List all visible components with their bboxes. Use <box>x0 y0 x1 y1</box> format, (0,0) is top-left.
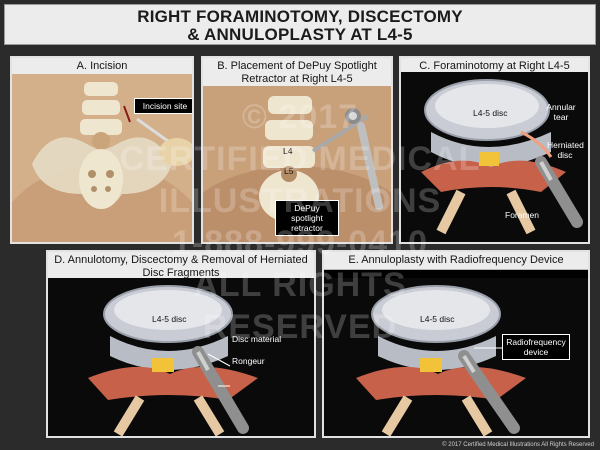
label-l4: L4 <box>283 146 293 156</box>
label-retractor: DePuy spotlight retractor <box>275 200 339 236</box>
panel-e-title: E. Annuloplasty with Radiofrequency Devi… <box>324 252 588 270</box>
label-foramen: Foramen <box>505 210 540 220</box>
panel-b-title: B. Placement of DePuy Spotlight Retracto… <box>203 58 391 89</box>
label-l5: L5 <box>284 166 294 176</box>
watermark-line-4: 1-888-999-0410 <box>172 224 428 262</box>
label-incision-site: Incision site <box>134 98 192 114</box>
label-disc-d: L4-5 disc <box>152 314 187 324</box>
panel-d-discectomy: D. Annulotomy, Discectomy & Removal of H… <box>46 250 316 438</box>
label-annular-tear: Annular tear <box>546 102 576 122</box>
watermark-line-1: © 2017 <box>241 98 359 136</box>
panel-e-annuloplasty: E. Annuloplasty with Radiofrequency Devi… <box>322 250 590 438</box>
label-disc-c: L4-5 disc <box>473 108 508 118</box>
annuloplasty-illustration <box>324 278 588 436</box>
discectomy-illustration <box>48 278 314 436</box>
foraminotomy-illustration <box>401 72 588 242</box>
watermark-line-2: CERTIFIED MEDICAL <box>119 140 481 178</box>
panel-b-retractor: B. Placement of DePuy Spotlight Retracto… <box>201 56 393 244</box>
title-line-2: & ANNULOPLASTY AT L4-5 <box>187 25 413 44</box>
panel-a-incision: A. Incision Incision site <box>10 56 194 244</box>
label-rongeur: Rongeur <box>232 356 265 366</box>
title-line-1: RIGHT FORAMINOTOMY, DISCECTOMY <box>137 7 463 26</box>
label-rf-device: Radiofrequency device <box>502 334 570 360</box>
watermark-line-3: ILLUSTRATIONS <box>158 182 442 220</box>
panel-d-title: D. Annulotomy, Discectomy & Removal of H… <box>48 252 314 283</box>
panel-c-title: C. Foraminotomy at Right L4-5 <box>401 58 588 76</box>
copyright-notice: © 2017 Certified Medical Illustrations A… <box>442 442 594 448</box>
label-disc-material: Disc material <box>232 334 282 344</box>
panel-c-foraminotomy: C. Foraminotomy at Right L4-5 L4-5 disc … <box>399 56 590 244</box>
watermark-line-6: RESERVED <box>202 308 398 346</box>
title-banner: RIGHT FORAMINOTOMY, DISCECTOMY & ANNULOP… <box>4 4 596 45</box>
label-herniated-disc: Herniated disc <box>547 140 584 160</box>
watermark-line-5: ALL RIGHTS <box>193 266 407 304</box>
label-disc-e: L4-5 disc <box>420 314 455 324</box>
retractor-illustration <box>203 86 391 242</box>
